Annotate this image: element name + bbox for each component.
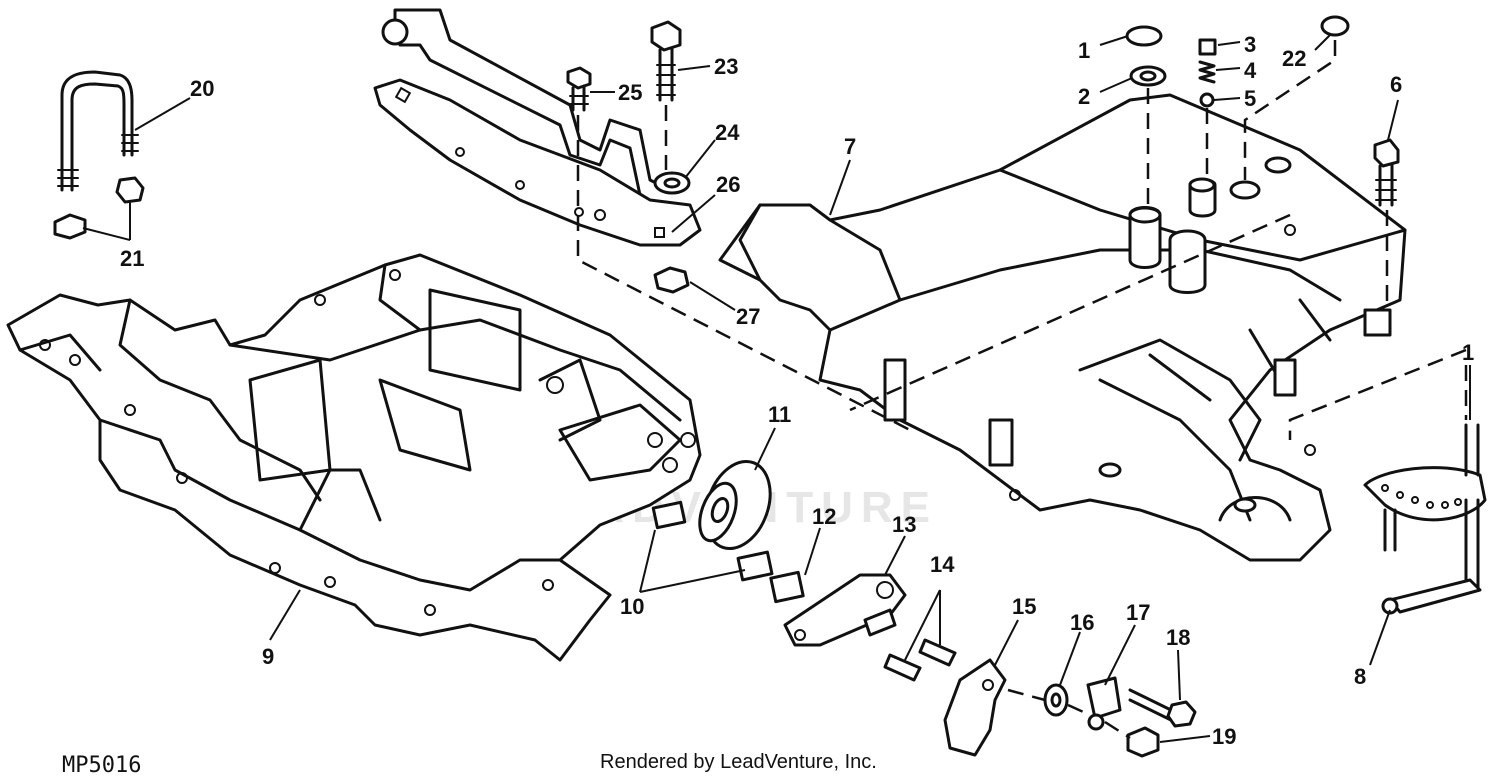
- part-pulley: [698, 459, 772, 551]
- callouts: 1 2 3 4 5 22 6 7 1 8 9 10 11 12 13 14 15…: [120, 32, 1474, 749]
- callout-21: 21: [120, 246, 144, 271]
- credit-text: Rendered by LeadVenture, Inc.: [600, 751, 877, 773]
- callout-27: 27: [736, 304, 760, 329]
- callout-14: 14: [930, 552, 955, 577]
- callout-1-right: 1: [1462, 340, 1474, 365]
- callout-16: 16: [1070, 610, 1094, 635]
- part-selector-linkage: [1363, 423, 1487, 615]
- callout-7: 7: [844, 134, 856, 159]
- callout-4: 4: [1244, 58, 1257, 83]
- callout-24: 24: [715, 120, 740, 145]
- part-decals: [651, 500, 774, 582]
- callout-20: 20: [190, 76, 214, 101]
- callout-3: 3: [1244, 32, 1256, 57]
- callout-1-top: 1: [1078, 38, 1090, 63]
- callout-12: 12: [812, 504, 836, 529]
- leader-lines: [82, 34, 1471, 743]
- callout-5: 5: [1244, 86, 1256, 111]
- part-bolt-long: [650, 20, 682, 102]
- callout-9: 9: [262, 644, 274, 669]
- part-frame: [6, 253, 702, 662]
- callout-8: 8: [1354, 664, 1366, 689]
- callout-10: 10: [620, 594, 644, 619]
- callout-6: 6: [1390, 72, 1402, 97]
- part-pins: [883, 638, 957, 682]
- callout-13: 13: [892, 512, 916, 537]
- part-plate-12: [769, 570, 805, 604]
- callout-15: 15: [1012, 594, 1036, 619]
- part-washer-24: [653, 171, 691, 195]
- callout-18: 18: [1166, 625, 1190, 650]
- part-top-hardware: [1125, 15, 1350, 108]
- part-bolt-6: [1373, 138, 1400, 207]
- callout-17: 17: [1126, 600, 1150, 625]
- callout-23: 23: [714, 54, 738, 79]
- diagram-code: MP5016: [62, 753, 141, 777]
- callout-11: 11: [768, 402, 791, 427]
- callout-22: 22: [1282, 46, 1306, 71]
- callout-2: 2: [1078, 84, 1090, 109]
- callout-26: 26: [716, 172, 740, 197]
- part-nut-27: [653, 266, 690, 294]
- part-plate-15: [943, 658, 1007, 757]
- callout-19: 19: [1212, 724, 1236, 749]
- part-u-bolt: [57, 70, 139, 192]
- part-nuts: [53, 176, 145, 240]
- callout-25: 25: [618, 80, 642, 105]
- part-bracket: [373, 8, 702, 247]
- part-bolt-short: [566, 66, 592, 112]
- part-fasteners-right: [1043, 676, 1197, 758]
- part-lever: [783, 573, 907, 647]
- assembly-lines: [576, 40, 1468, 740]
